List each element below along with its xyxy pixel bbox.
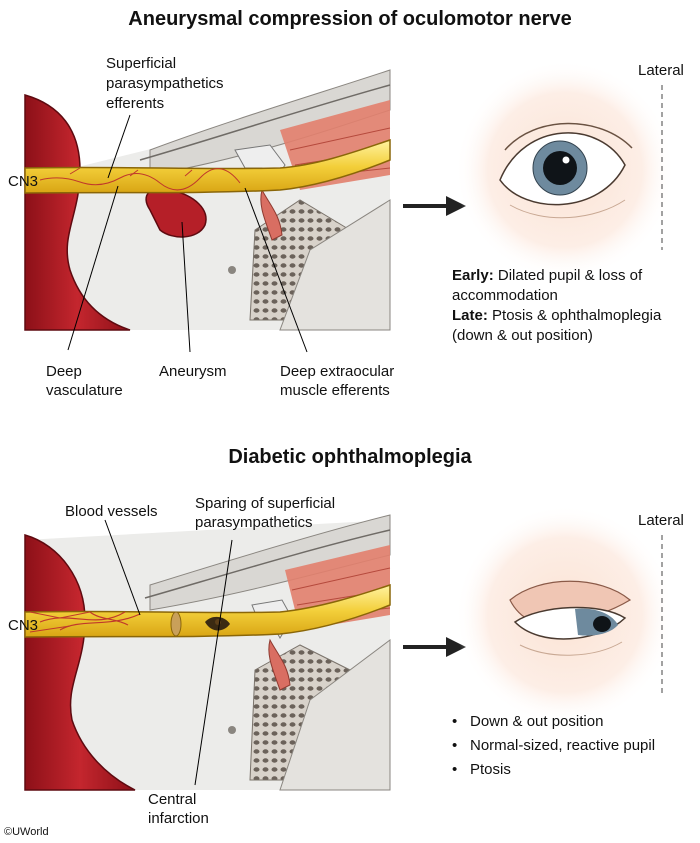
finding-item: Ptosis (452, 758, 697, 782)
cn3-label: CN3 (8, 617, 39, 634)
lateral-label: Lateral (638, 62, 684, 79)
bottom-anatomy-illustration (24, 514, 391, 791)
bottom-findings-list: Down & out position Normal-sized, reacti… (452, 710, 697, 782)
blood-vessels-label: Blood vessels (65, 503, 158, 520)
sparing-superficial-label: Sparing of superficial parasympathetics (195, 495, 336, 531)
finding-item: Down & out position (452, 710, 697, 734)
early-label: Early: (452, 267, 494, 284)
bottom-panel-title: Diabetic ophthalmoplegia (228, 446, 472, 468)
finding-item: Normal-sized, reactive pupil (452, 734, 697, 758)
down-and-out-eye-illustration (455, 505, 675, 725)
lateral-label: Lateral (638, 512, 684, 529)
top-findings: Early: Dilated pupil & loss of accommoda… (452, 266, 692, 346)
deep-vasculature-label: Deep vasculature (46, 363, 123, 399)
deep-extraocular-label: Deep extraocular muscle efferents (280, 363, 395, 399)
aneurysm-label: Aneurysm (159, 363, 227, 380)
early-text: Dilated pupil & loss of accommodation (452, 267, 643, 304)
top-panel-title: Aneurysmal compression of oculomotor ner… (128, 8, 572, 30)
cn3-label: CN3 (8, 173, 39, 190)
top-anatomy-illustration (24, 69, 391, 353)
superficial-parasympathetics-label: Superficial parasympathetics efferents (106, 55, 224, 112)
arrow-right-icon (403, 196, 466, 216)
copyright-text: ©UWorld (4, 826, 49, 838)
late-text: Ptosis & ophthalmoplegia (down & out pos… (452, 307, 662, 344)
central-infarction-label: Central infarction (148, 791, 209, 827)
late-label: Late: (452, 307, 488, 324)
dilated-pupil-eye-illustration (455, 60, 675, 280)
arrow-right-icon (403, 637, 466, 657)
